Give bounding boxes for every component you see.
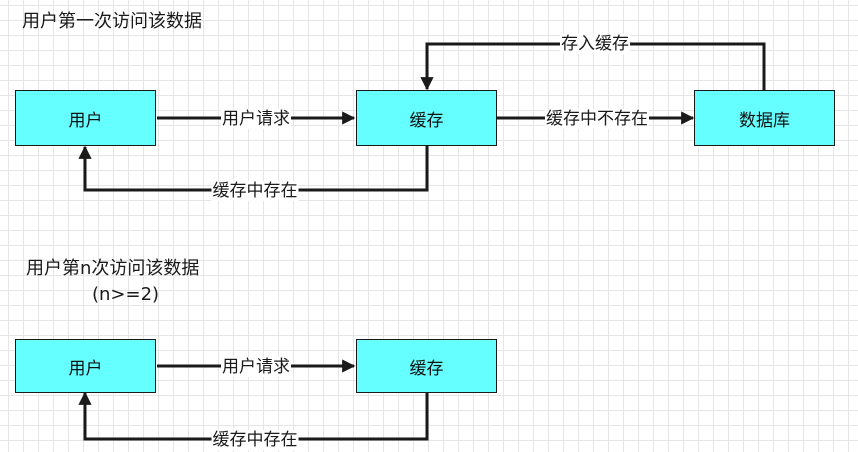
node-database: 数据库: [694, 90, 835, 146]
edge-label-request-2: 用户请求: [221, 357, 291, 377]
section2-subtitle: (n>=2): [92, 284, 160, 305]
node-cache-2: 缓存: [356, 339, 497, 393]
edge-label-cache-miss: 缓存中不存在: [545, 109, 649, 129]
node-user-2: 用户: [15, 339, 156, 393]
edge-label-store: 存入缓存: [560, 34, 630, 54]
edge-label-request: 用户请求: [221, 109, 291, 129]
section1-title: 用户第一次访问该数据: [22, 11, 202, 32]
edge-label-cache-hit: 缓存中存在: [211, 181, 299, 201]
node-cache: 缓存: [356, 90, 497, 146]
section2-title: 用户第n次访问该数据: [26, 258, 200, 279]
edge-label-cache-hit-2: 缓存中存在: [211, 430, 299, 450]
node-user: 用户: [15, 90, 156, 146]
